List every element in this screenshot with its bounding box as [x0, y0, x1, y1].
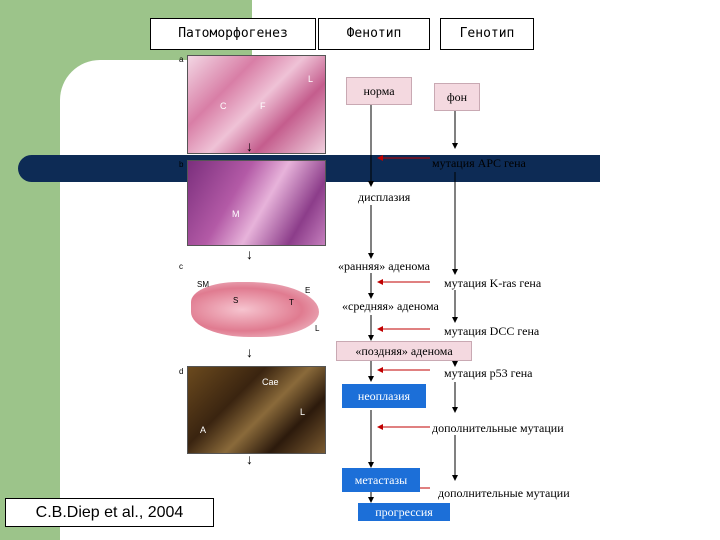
header-pathomorphogenesis: Патоморфогенез — [150, 18, 316, 50]
photo-arrow-3: ↓ — [246, 346, 253, 361]
photo-c-mark-5: L — [315, 324, 320, 333]
mutation-apc: мутация APC гена — [432, 156, 526, 170]
histology-photo-d: Cae L A — [187, 366, 326, 454]
photo-c-mark-4: T — [289, 298, 294, 307]
photo-a-mark-3: F — [260, 101, 266, 111]
mutation-p53: мутация p53 гена — [444, 366, 533, 380]
node-middle-adenoma: «средняя» аденома — [342, 299, 439, 313]
node-progression: прогрессия — [358, 503, 450, 521]
node-late-adenoma: «поздняя» аденома — [336, 341, 472, 361]
mutation-kras: мутация K-ras гена — [444, 276, 542, 290]
node-metastases: метастазы — [342, 468, 420, 492]
node-early-adenoma: «ранняя» аденома — [338, 259, 430, 273]
photo-d-mark-2: L — [300, 407, 306, 417]
histology-photo-b: M — [187, 160, 326, 246]
photo-d-mark-3: A — [200, 425, 207, 435]
header-phenotype: Фенотип — [318, 18, 430, 50]
photo-arrow-4: ↓ — [246, 453, 253, 468]
photo-c-mark-2: E — [305, 286, 311, 295]
node-norma: норма — [346, 77, 412, 105]
photo-d-mark-1: Cae — [262, 377, 279, 387]
node-dysplasia: дисплазия — [358, 190, 411, 204]
mutation-extra-2: дополнительные мутации — [438, 486, 570, 500]
photo-c-mark-1: SM — [197, 280, 209, 289]
header-genotype: Генотип — [440, 18, 534, 50]
mutation-extra-1: дополнительные мутации — [432, 421, 564, 435]
citation-box: C.B.Diep et al., 2004 — [5, 498, 214, 527]
histology-photo-c: SM E S T L — [187, 262, 324, 354]
panel-letter-b: b — [179, 160, 184, 169]
node-background: фон — [434, 83, 480, 111]
panel-letter-c: c — [179, 262, 183, 271]
panel-letter-d: d — [179, 367, 184, 376]
photo-a-mark-1: L — [308, 74, 314, 84]
photo-b-mark-1: M — [232, 209, 240, 219]
photo-arrow-2: ↓ — [246, 248, 253, 263]
histology-photo-a: L C F — [187, 55, 326, 154]
photo-c-mark-3: S — [233, 296, 239, 305]
mutation-dcc: мутация DCC гена — [444, 324, 540, 338]
photo-arrow-1: ↓ — [246, 140, 253, 155]
panel-letter-a: a — [179, 55, 184, 64]
photo-a-mark-2: C — [220, 101, 227, 111]
node-neoplasia: неоплазия — [342, 384, 426, 408]
